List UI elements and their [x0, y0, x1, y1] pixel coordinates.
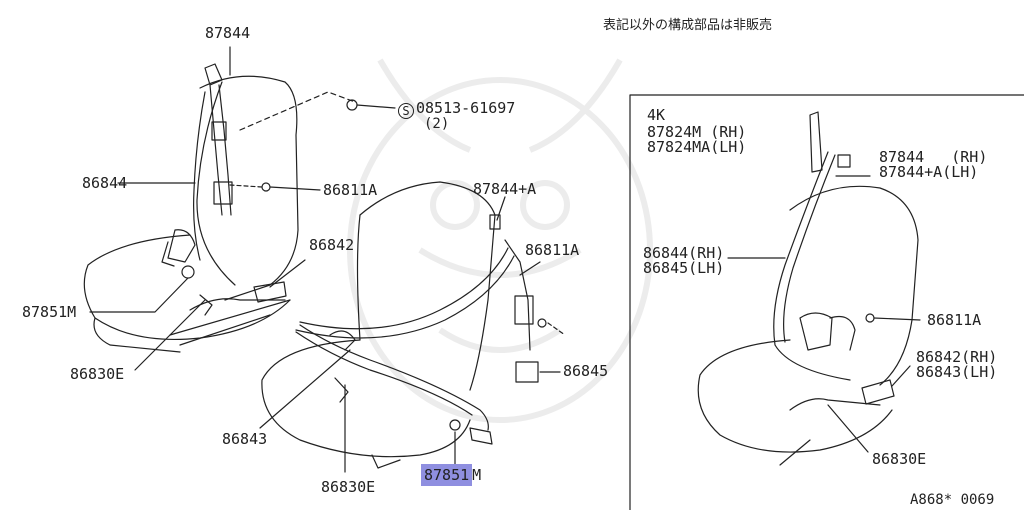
- label-86811A-left[interactable]: 86811A: [323, 181, 378, 199]
- inset-seat: [697, 185, 919, 466]
- label-86844[interactable]: 86844: [82, 174, 128, 192]
- leader-inset-86811A: [873, 317, 921, 321]
- screw-mark-icon: S: [398, 103, 414, 119]
- label-87844A[interactable]: 87844+A: [473, 180, 537, 198]
- watermark-emblem: [347, 58, 653, 423]
- label-86845[interactable]: 86845: [563, 362, 609, 380]
- label-86811A-mid[interactable]: 86811A: [525, 241, 580, 259]
- diagram-code: A868* 0069: [910, 492, 995, 508]
- inset-label-86830E[interactable]: 86830E: [872, 450, 927, 468]
- label-86843[interactable]: 86843: [222, 430, 268, 448]
- leader-86830E-left: [134, 299, 206, 371]
- inset-label-87824[interactable]: 87824M (RH) 87824MA(LH): [647, 123, 747, 156]
- inset-belt-assembly: [773, 111, 895, 411]
- selected-part-highlight: 87851: [421, 464, 473, 486]
- leader-87844A: [496, 196, 506, 221]
- screw-part-number: 08513-61697: [416, 99, 516, 117]
- label-86830E-left[interactable]: 86830E: [70, 365, 125, 383]
- inset-label-87844[interactable]: 87844 (RH) 87844+A(LH): [879, 148, 988, 181]
- leader-86843: [259, 349, 351, 429]
- selected-part-suffix: M: [472, 466, 482, 484]
- label-87844[interactable]: 87844: [205, 24, 251, 42]
- label-screw-qty: (2): [424, 116, 450, 132]
- inset-frame: [629, 94, 1024, 510]
- label-86842[interactable]: 86842: [309, 236, 355, 254]
- label-86830E-mid[interactable]: 86830E: [321, 478, 376, 496]
- inset-variant-label: 4K: [647, 106, 666, 124]
- leader-inset-86830E: [827, 404, 869, 453]
- non-sale-note: 表記以外の構成部品は非販売: [603, 18, 773, 33]
- inset-label-86844[interactable]: 86844(RH) 86845(LH): [643, 244, 725, 277]
- label-87851M-left[interactable]: 87851M: [22, 303, 77, 321]
- inset-label-86842[interactable]: 86842(RH) 86843(LH): [916, 348, 998, 381]
- left-belt-assembly: [161, 63, 287, 346]
- center-belt-assembly: [295, 214, 566, 445]
- leader-86811A-mid: [519, 261, 541, 276]
- left-seat: [83, 75, 299, 353]
- leader-87851M-left: [89, 277, 189, 313]
- leader-inset-86842: [891, 365, 911, 387]
- leader-86842: [269, 259, 306, 288]
- center-seat: [261, 181, 496, 469]
- inset-label-86811A[interactable]: 86811A: [927, 311, 982, 329]
- screw-08513: [229, 91, 396, 192]
